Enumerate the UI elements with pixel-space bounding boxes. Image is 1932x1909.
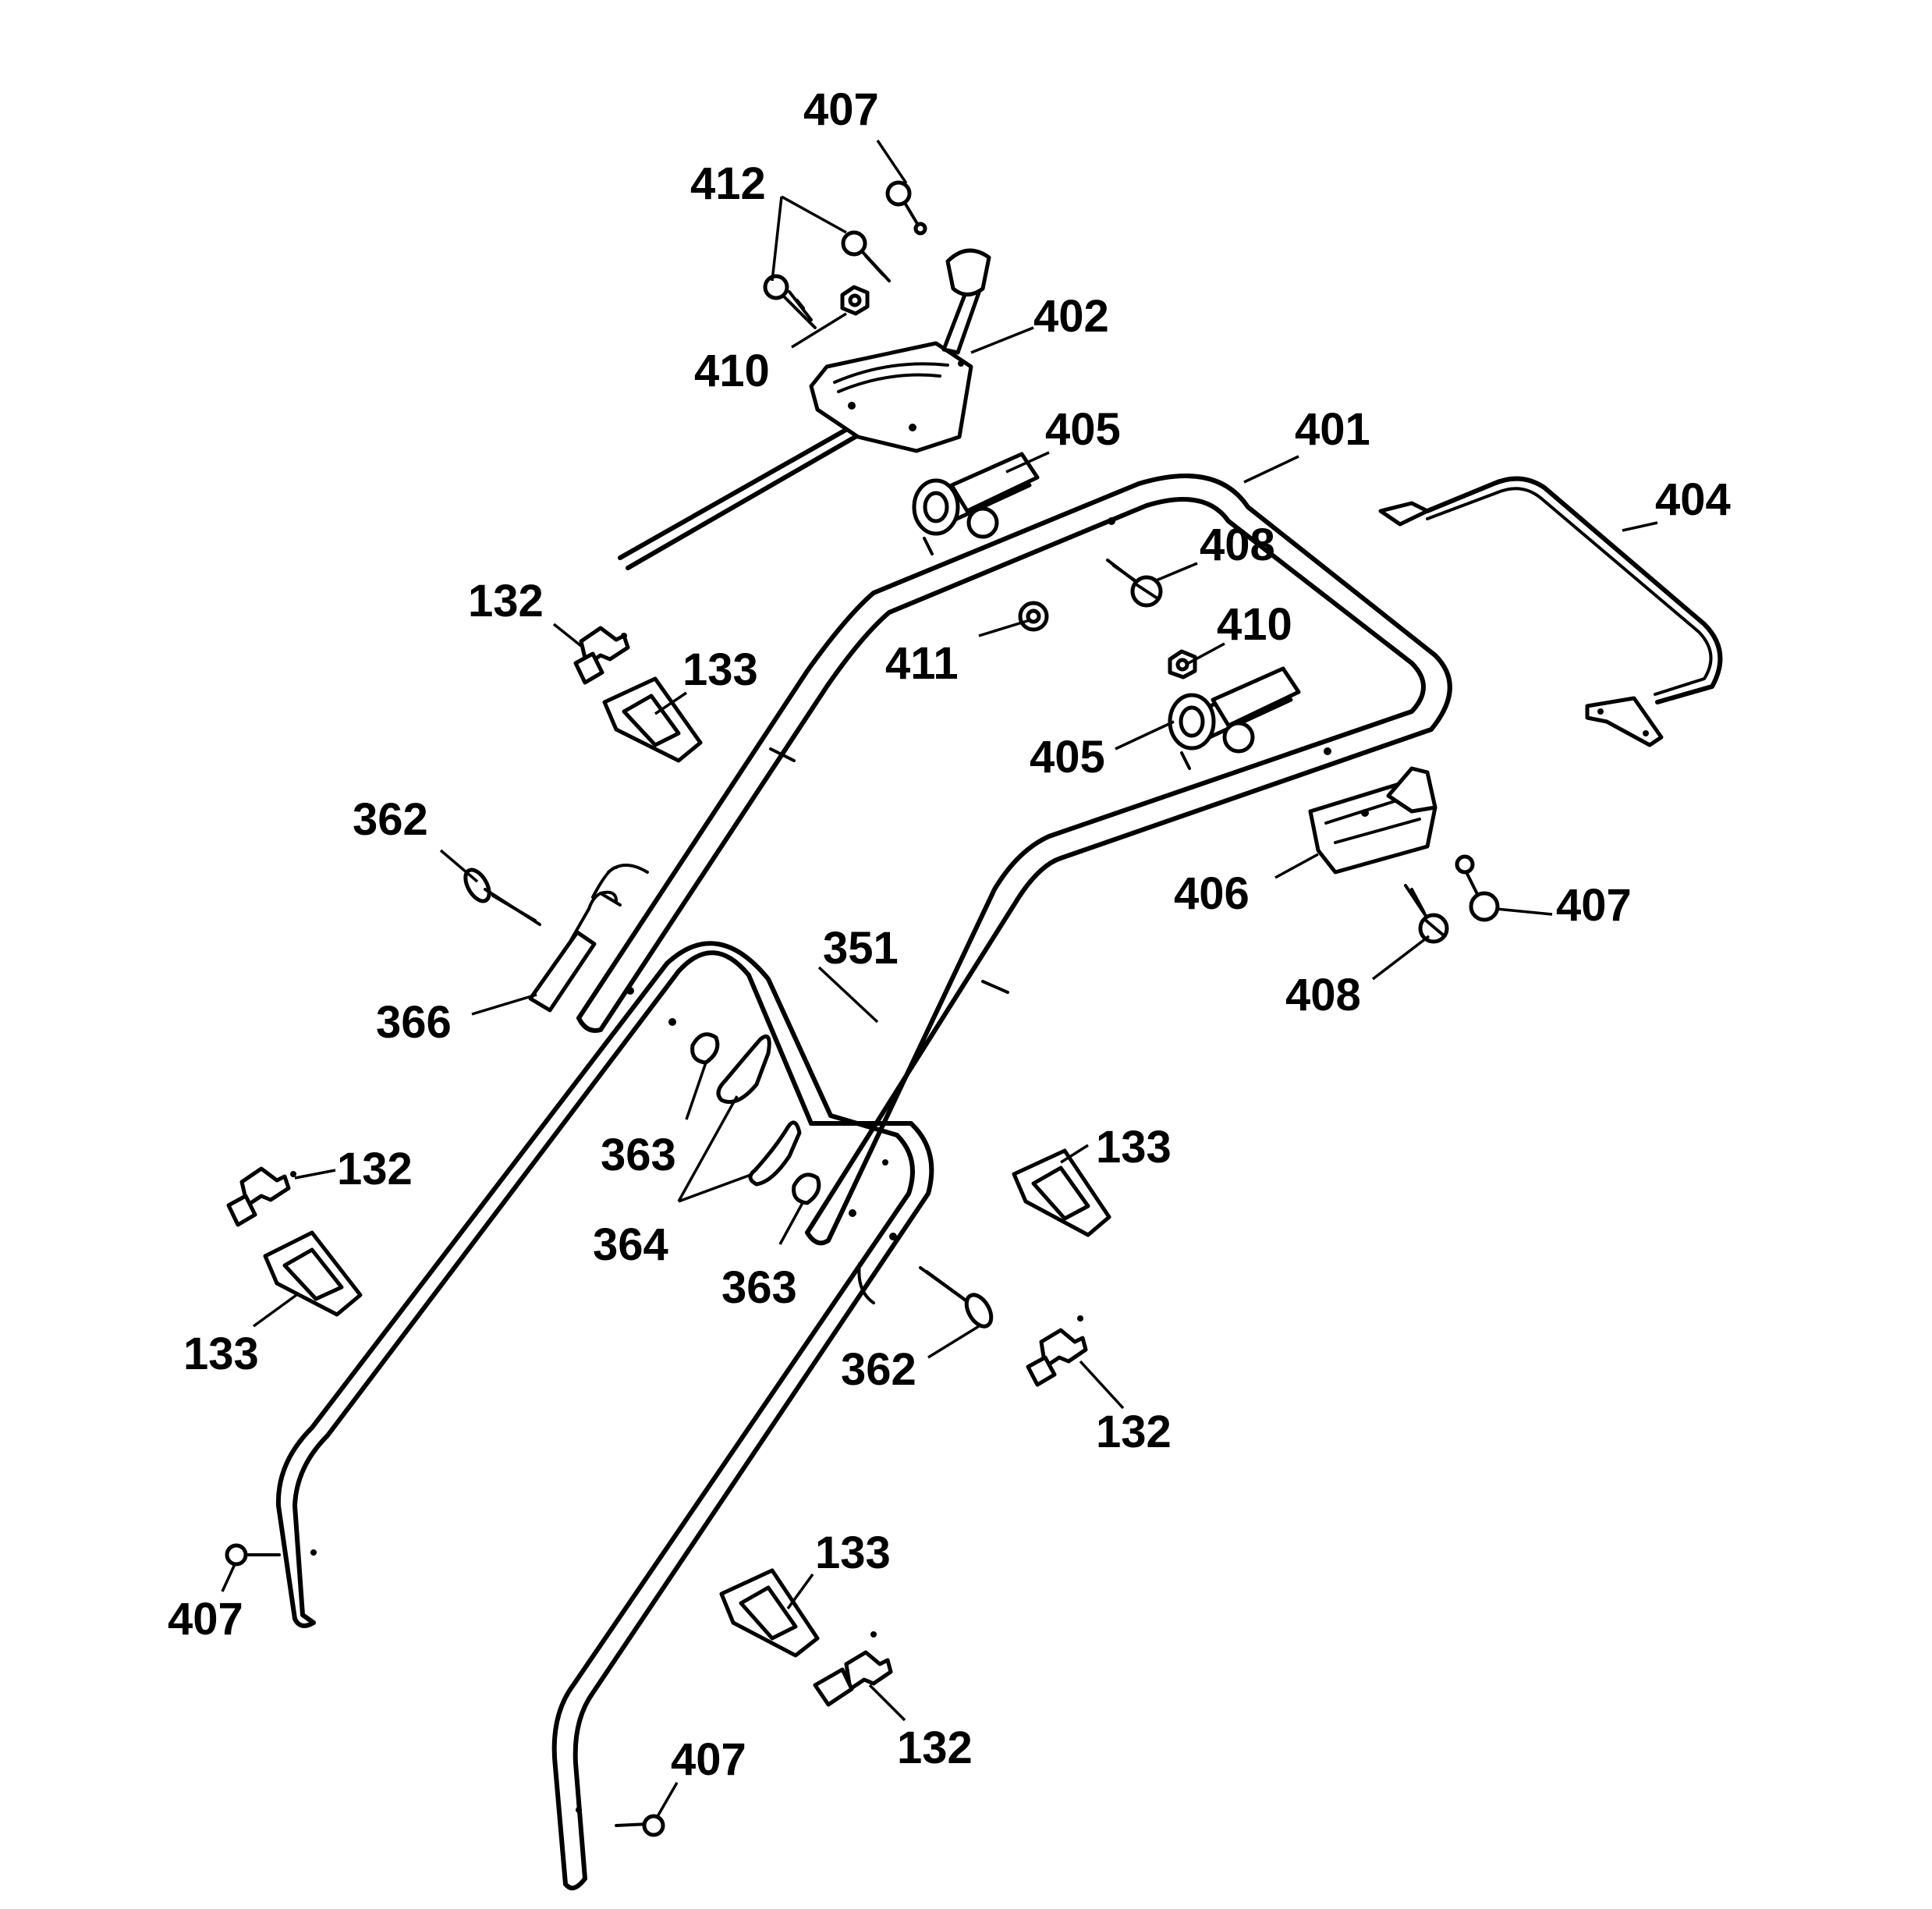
clip-132-top-left bbox=[573, 626, 630, 685]
label-362-lower: 362 bbox=[841, 1344, 916, 1395]
label-410-lower: 410 bbox=[1217, 599, 1292, 650]
clip-366 bbox=[528, 864, 649, 1013]
part-labels: 407 412 410 402 405 401 404 408 132 133 … bbox=[168, 84, 1731, 1785]
label-405-lower: 405 bbox=[1030, 732, 1105, 782]
label-405-upper: 405 bbox=[1045, 404, 1121, 455]
knob-364-lower bbox=[748, 1120, 802, 1187]
pin-407-right bbox=[1455, 854, 1500, 922]
label-132-bottom: 132 bbox=[897, 1723, 973, 1773]
screw-408-lower bbox=[1404, 884, 1449, 944]
pin-407-top bbox=[885, 180, 927, 236]
grommet-133-left bbox=[263, 1230, 363, 1317]
bolt-362-lower bbox=[919, 1266, 994, 1329]
label-404: 404 bbox=[1655, 474, 1731, 525]
nut-411 bbox=[1018, 601, 1049, 632]
pin-407-bottom-left bbox=[225, 1543, 281, 1567]
label-408-lower: 408 bbox=[1285, 970, 1361, 1020]
label-133-right: 133 bbox=[1096, 1122, 1172, 1173]
label-363-upper: 363 bbox=[601, 1130, 676, 1180]
clip-132-bottom bbox=[813, 1631, 893, 1707]
screw-412-left bbox=[763, 274, 817, 329]
label-133-top-left: 133 bbox=[682, 644, 758, 695]
screw-408-upper bbox=[1106, 559, 1163, 608]
clip-132-right bbox=[1026, 1315, 1088, 1387]
clamp-405-upper bbox=[912, 452, 1040, 555]
label-411: 411 bbox=[885, 638, 959, 689]
upper-handle-401 bbox=[576, 474, 1452, 1246]
lower-handle-351 bbox=[275, 941, 934, 1891]
nut-410-top bbox=[840, 285, 870, 316]
bracket-406 bbox=[1308, 766, 1437, 875]
label-407-bottom-right: 407 bbox=[671, 1734, 746, 1785]
pin-407-bottom-right bbox=[615, 1814, 665, 1837]
label-366: 366 bbox=[376, 997, 452, 1048]
label-407-top: 407 bbox=[803, 84, 879, 135]
label-133-bottom: 133 bbox=[815, 1528, 891, 1578]
label-407-right: 407 bbox=[1556, 880, 1632, 931]
label-402: 402 bbox=[1033, 291, 1109, 342]
washer-363-upper bbox=[690, 1032, 720, 1065]
label-132-top-left: 132 bbox=[468, 576, 544, 626]
washer-363-lower bbox=[792, 1173, 821, 1205]
grommet-133-right bbox=[1012, 1148, 1111, 1237]
label-406: 406 bbox=[1174, 868, 1250, 919]
label-362-upper: 362 bbox=[353, 794, 428, 845]
clip-132-left bbox=[226, 1166, 296, 1227]
knob-364-upper bbox=[716, 1034, 771, 1104]
throttle-control-402 bbox=[618, 248, 991, 570]
nut-410-lower bbox=[1168, 649, 1197, 680]
clamp-405-lower bbox=[1168, 666, 1301, 770]
leader-lines bbox=[221, 140, 1658, 1819]
label-401: 401 bbox=[1295, 404, 1370, 455]
label-351: 351 bbox=[823, 923, 899, 974]
label-407-bottom-left: 407 bbox=[168, 1594, 243, 1645]
screw-412-right bbox=[841, 230, 891, 282]
label-408-upper: 408 bbox=[1200, 520, 1275, 570]
label-364: 364 bbox=[593, 1219, 668, 1270]
grommet-133-bottom bbox=[719, 1568, 820, 1658]
cable-rod-404 bbox=[1378, 476, 1723, 747]
label-412: 412 bbox=[690, 158, 766, 209]
label-410-top: 410 bbox=[694, 346, 770, 396]
bolt-362-upper bbox=[463, 868, 541, 926]
label-132-right: 132 bbox=[1096, 1407, 1172, 1457]
label-132-left: 132 bbox=[337, 1144, 413, 1194]
label-363-lower: 363 bbox=[721, 1262, 797, 1313]
grommet-133-top-left bbox=[602, 676, 703, 763]
label-133-left: 133 bbox=[183, 1329, 259, 1379]
